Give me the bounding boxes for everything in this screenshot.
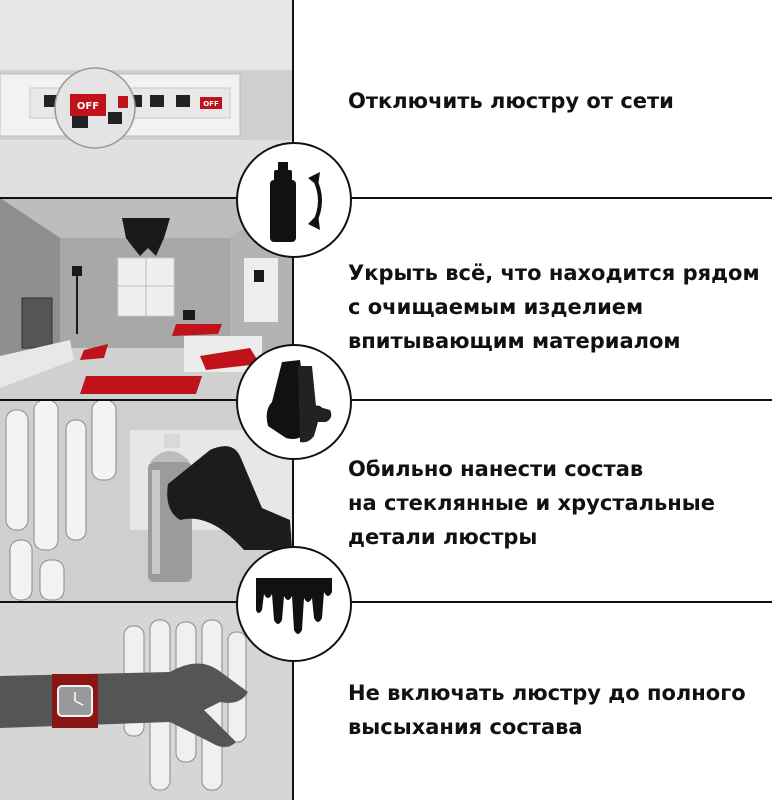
rubber-gloves-icon xyxy=(236,344,352,460)
step-2-line-3: впитывающим материалом xyxy=(348,329,681,353)
switchboard-illustration: OFF OFF xyxy=(0,0,292,198)
switch-label-main: OFF xyxy=(77,101,99,112)
spray-application-illustration xyxy=(0,400,292,602)
living-room-illustration xyxy=(0,198,292,400)
step-1-text: Отключить люстру от сети xyxy=(348,84,758,118)
step-3-line-1: Обильно нанести состав xyxy=(348,457,644,481)
dripping-liquid-icon xyxy=(236,546,352,662)
row-divider-3 xyxy=(0,601,772,603)
row-divider-2 xyxy=(0,399,772,401)
step-2-text: Укрыть всё, что находится рядом с очищае… xyxy=(348,256,760,358)
step-1-line-1: Отключить люстру от сети xyxy=(348,89,674,113)
waiting-hand-illustration xyxy=(0,602,292,800)
step-2-line-1: Укрыть всё, что находится рядом xyxy=(348,261,760,285)
step-3-line-3: детали люстры xyxy=(348,525,538,549)
step-4-line-2: высыхания состава xyxy=(348,715,583,739)
step-2-line-2: с очищаемым изделием xyxy=(348,295,644,319)
step-4-text: Не включать люстру до полного высыхания … xyxy=(348,676,758,744)
step-3-text: Обильно нанести состав на стеклянные и х… xyxy=(348,452,758,554)
step-3-line-2: на стеклянные и хрустальные xyxy=(348,491,716,515)
row-divider-1 xyxy=(0,197,772,199)
switch-label-small: OFF xyxy=(203,100,219,108)
spray-can-shake-icon xyxy=(236,142,352,258)
illustration-column: OFF OFF xyxy=(0,0,292,800)
step-4-line-1: Не включать люстру до полного xyxy=(348,681,746,705)
